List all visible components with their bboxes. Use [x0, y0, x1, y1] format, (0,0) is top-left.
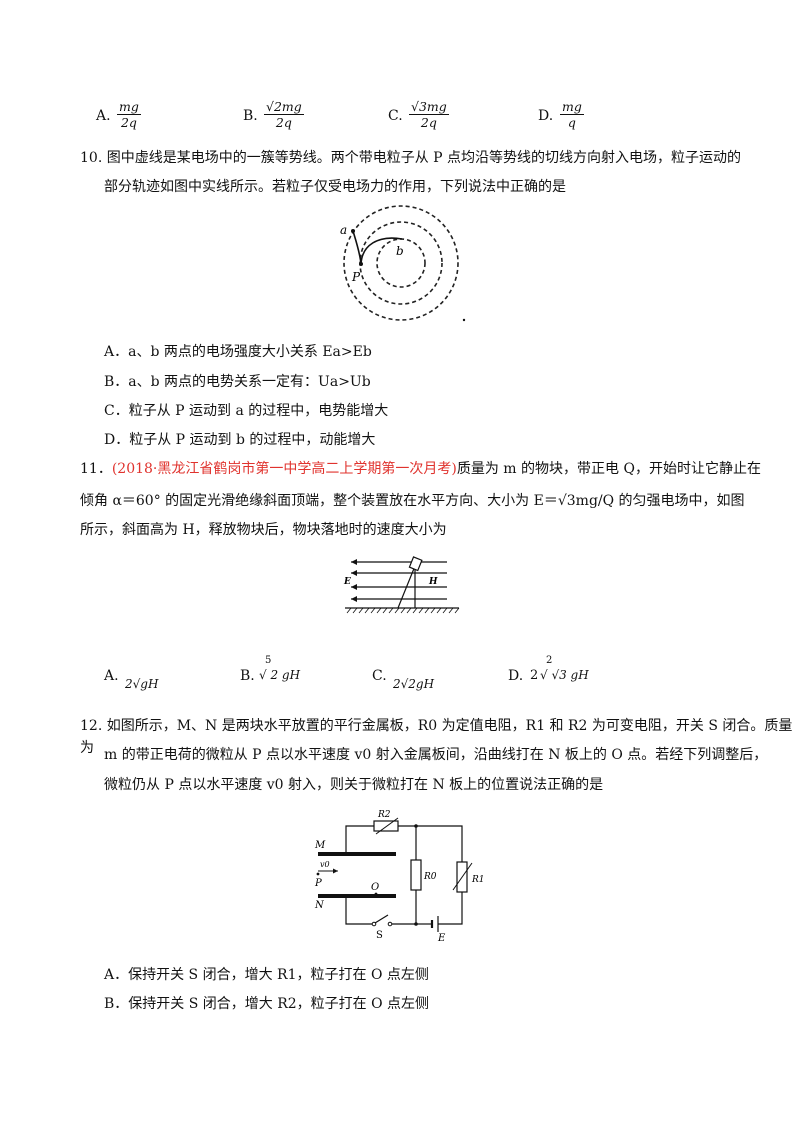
- q11-option-d-top: 2: [546, 655, 553, 666]
- numerator: √3mg: [411, 99, 447, 114]
- label-o: O: [371, 882, 379, 893]
- q11-incline-figure: E H: [343, 556, 460, 614]
- middle-equipotential: [359, 221, 443, 305]
- q11-text-line1: 11．(2018·黑龙江省鹤岗市第一中学高二上学期第一次月考)质量为 m 的物块…: [80, 458, 761, 480]
- q11-option-c-expr: 2√2gH: [393, 677, 435, 691]
- q11-source: (2018·黑龙江省鹤岗市第一中学高二上学期第一次月考): [111, 461, 457, 477]
- q11-text-line3: 所示，斜面高为 H，释放物块后，物块落地时的速度大小为: [80, 522, 447, 538]
- label-m: M: [314, 840, 326, 851]
- q12-option-a: A．保持开关 S 闭合，增大 R1，粒子打在 O 点左侧: [104, 967, 429, 983]
- q11-option-c-letter: C.: [372, 668, 387, 684]
- plate-n: [318, 894, 396, 898]
- trajectory-to-b: [360, 237, 403, 265]
- q10-text-line2: 部分轨迹如图中实线所示。若粒子仅受电场力的作用，下列说法中正确的是: [104, 179, 566, 195]
- outer-equipotential: [343, 205, 459, 321]
- numerator: mg: [562, 99, 582, 114]
- q11-number: 11．: [80, 461, 112, 477]
- q11-option-b-letter: B.: [240, 668, 255, 684]
- q11-option-d-prefix: 2: [530, 668, 539, 683]
- numerator: √2mg: [266, 99, 302, 114]
- label-r2: R2: [377, 810, 391, 820]
- q11-option-b-top: 5: [265, 655, 272, 666]
- q11-option-d-expr: √ √3 gH: [540, 668, 589, 682]
- resistor-r2: [373, 820, 399, 832]
- q9-option-a-letter: A.: [96, 108, 111, 124]
- q10-option-c: C．粒子从 P 运动到 a 的过程中，电势能增大: [104, 403, 389, 419]
- label-r0: R0: [423, 872, 437, 882]
- q12-option-b: B．保持开关 S 闭合，增大 R2，粒子打在 O 点左侧: [104, 996, 430, 1012]
- q10-option-b: B．a、b 两点的电势关系一定有：Ua>Ub: [104, 374, 371, 390]
- label-a: a: [340, 223, 347, 237]
- q12-circuit-figure: R2 M v0 P O N R0 R1 S E: [314, 810, 485, 942]
- point-p-dot: [316, 872, 320, 876]
- point-a-dot: [351, 229, 355, 233]
- plate-m: [318, 852, 396, 856]
- q12-text-line1: 12. 如图所示，M、N 是两块水平放置的平行金属板，R0 为定值电阻，R1 和…: [80, 718, 793, 756]
- label-r1: R1: [471, 875, 485, 885]
- q11-option-a-expr: 2√gH: [125, 677, 159, 691]
- label-b: b: [396, 244, 404, 258]
- denominator: q: [567, 115, 576, 130]
- q11-option-b-expr: √ 2 gH: [259, 668, 301, 682]
- numerator: mg: [119, 99, 139, 114]
- point-p-dot: [359, 262, 363, 266]
- q11-line1-rest: 质量为 m 的物块，带正电 Q，开始时让它静止在: [456, 461, 761, 477]
- q10-option-a: A．a、b 两点的电场强度大小关系 Ea>Eb: [104, 344, 372, 360]
- label-e: E: [437, 933, 446, 942]
- q9-option-b-letter: B.: [243, 108, 258, 124]
- label-p: P: [351, 270, 361, 284]
- q9-option-d-letter: D.: [538, 108, 554, 124]
- incline-surface: [397, 565, 416, 609]
- q11-text-line2: 倾角 α＝60° 的固定光滑绝缘斜面顶端，整个装置放在水平方向、大小为 E＝√3…: [80, 493, 745, 509]
- point-o-dot: [374, 892, 378, 896]
- q10-option-d: D．粒子从 P 运动到 b 的过程中，动能增大: [104, 432, 376, 448]
- label-p: P: [314, 878, 322, 889]
- label-s: S: [376, 930, 383, 941]
- denominator: 2q: [275, 115, 292, 130]
- resistor-r0: [410, 859, 422, 891]
- block: [408, 556, 423, 572]
- q10-text-line1: 10. 图中虚线是某电场中的一簇等势线。两个带电粒子从 P 点均沿等势线的切线方…: [80, 150, 742, 166]
- label-h: H: [428, 577, 438, 587]
- q10-equipotential-figure: a b P: [340, 205, 466, 322]
- q12-text-line3: 微粒仍从 P 点以水平速度 v0 射入，则关于微粒打在 N 板上的位置说法正确的…: [104, 777, 604, 793]
- label-v0: v0: [320, 860, 330, 869]
- q11-option-d-letter: D.: [508, 668, 524, 684]
- denominator: 2q: [120, 115, 137, 130]
- label-n: N: [314, 900, 325, 911]
- trajectory-to-a: [352, 230, 362, 265]
- denominator: 2q: [420, 115, 437, 130]
- switch-s: [374, 914, 389, 924]
- label-e: E: [343, 577, 351, 587]
- q12-text-line2: m 的带正电荷的微粒从 P 点以水平速度 v0 射入金属板间，沿曲线打在 N 板…: [104, 747, 768, 763]
- q11-option-a-letter: A.: [104, 668, 119, 684]
- q9-option-c-letter: C.: [388, 108, 403, 124]
